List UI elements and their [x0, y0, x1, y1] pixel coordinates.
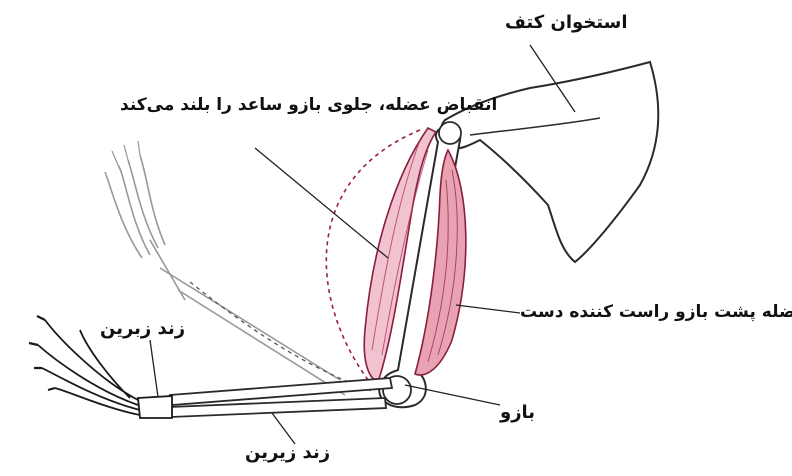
ghost-forearm-bone-lower [178, 290, 345, 395]
leader-ulna [150, 340, 158, 397]
scapula-bone [441, 62, 658, 262]
ghost-fingers [112, 141, 140, 165]
leader-biceps [255, 148, 388, 258]
shoulder-joint [439, 122, 461, 144]
label-biceps-contraction: انقباض عضله، جلوی بازو ساعد را بلند می‌ک… [120, 95, 497, 115]
leader-radius [272, 413, 295, 444]
label-humerus: بازو [500, 402, 535, 423]
label-radius: زند زیرین [245, 442, 330, 463]
ghost-forearm-bone-upper [160, 268, 340, 380]
ghost-wrist [150, 240, 185, 300]
leader-triceps [456, 305, 520, 313]
wrist-bones [138, 396, 172, 418]
label-scapula: استخوان کتف [505, 12, 628, 33]
ghost-hand [105, 155, 165, 258]
forearm-bones [170, 378, 392, 417]
label-triceps: عضله پشت بازو راست کننده دست [520, 302, 792, 322]
forearm-dashed-outline [190, 282, 375, 392]
label-ulna: زند زبرین [100, 318, 185, 339]
raised-forearm-ghost [105, 141, 345, 395]
